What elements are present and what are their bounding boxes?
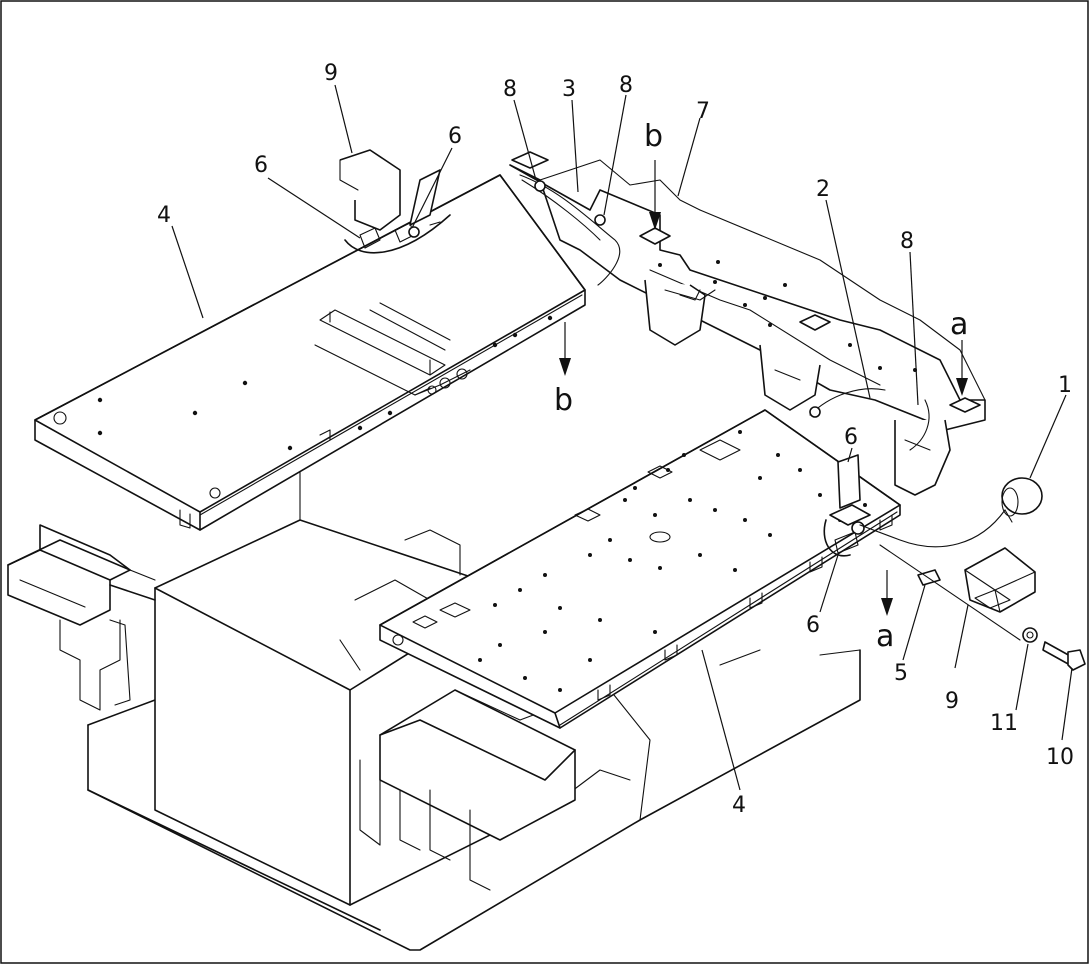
cover-bracket-top (339, 149, 451, 254)
callout-6-a: 6 (254, 153, 268, 178)
callout-4-top: 4 (157, 203, 171, 228)
view-mark-b-bottom: b (554, 383, 573, 418)
callout-8-c: 8 (900, 229, 914, 254)
view-mark-b-top: b (644, 119, 663, 154)
view-arrows (559, 160, 968, 616)
frame-rail (509, 151, 986, 496)
callout-1: 1 (1058, 373, 1072, 398)
callout-8-b: 8 (619, 73, 633, 98)
floor-plate-right (379, 409, 901, 729)
callout-10: 10 (1046, 745, 1074, 770)
callout-9-right: 9 (945, 689, 959, 714)
main-frame (7, 469, 861, 951)
horn-assembly (823, 454, 1086, 671)
callout-labels: 9 4 6 6 8 3 8 7 2 8 1 6 6 5 9 11 10 4 b … (157, 61, 1074, 818)
harness-wires (519, 174, 930, 451)
callout-7: 7 (696, 99, 710, 124)
callout-8-a: 8 (503, 77, 517, 102)
callout-11: 11 (990, 711, 1018, 736)
callout-6-b: 6 (448, 124, 462, 149)
callout-3: 3 (562, 77, 576, 102)
callout-2: 2 (816, 177, 830, 202)
callout-5: 5 (894, 661, 908, 686)
callout-6-d: 6 (806, 613, 820, 638)
leader-lines (171, 84, 1073, 791)
floor-plate-left (34, 174, 586, 531)
view-mark-a-bottom: a (876, 619, 894, 654)
callout-6-c: 6 (844, 425, 858, 450)
callout-9-top: 9 (324, 61, 338, 86)
callout-4-bottom: 4 (732, 793, 746, 818)
view-mark-a-top: a (950, 307, 968, 342)
